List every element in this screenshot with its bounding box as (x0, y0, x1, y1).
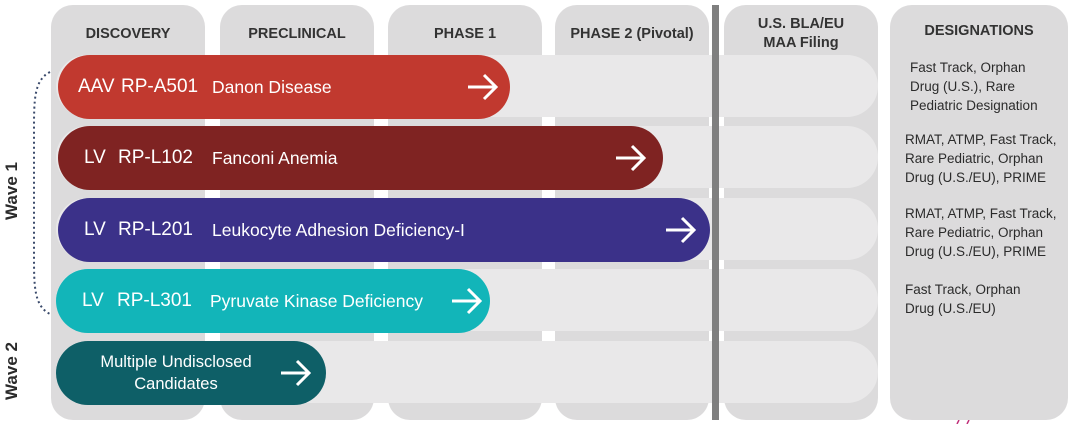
stage-header-designations: DESIGNATIONS (924, 23, 1034, 39)
wave-1-bracket (33, 71, 51, 315)
program-bar-rp-l201: LV RP-L201 Leukocyte Adhesion Deficiency… (58, 198, 710, 262)
arrow-right-icon (452, 287, 483, 315)
program-prefix: AAV (78, 76, 115, 97)
stage-header-filing: U.S. BLA/EU MAA Filing (724, 15, 878, 53)
designation-line: Drug (U.S.), Rare (910, 79, 1016, 94)
program-prefix: LV (82, 290, 104, 311)
designation-line: Rare Pediatric, Orphan (905, 151, 1044, 166)
stage-header-phase2: PHASE 2 (Pivotal) (570, 26, 694, 42)
wave-2-label: Wave 2 (2, 342, 21, 400)
program-prefix: LV (84, 219, 106, 240)
designation-line: Drug (U.S./EU) (905, 301, 996, 316)
stage-header-preclinical: PRECLINICAL (248, 26, 346, 42)
arrow-right-icon (281, 359, 312, 387)
designation-rp-l201: RMAT, ATMP, Fast Track, Rare Pediatric, … (905, 204, 1057, 261)
undisclosed-candidates-label: Multiple Undisclosed Candidates (66, 351, 286, 395)
arrow-right-icon (468, 73, 499, 101)
designation-line: Drug (U.S./EU), PRIME (905, 244, 1047, 259)
undisclosed-line2: Candidates (134, 375, 218, 393)
designation-line: RMAT, ATMP, Fast Track, (905, 132, 1057, 147)
filing-header-line1: U.S. BLA/EU (757, 16, 845, 32)
stage-header-phase1: PHASE 1 (433, 26, 497, 42)
program-bar-rp-l301: LV RP-L301 Pyruvate Kinase Deficiency (56, 269, 490, 333)
designation-line: Fast Track, Orphan (910, 60, 1026, 75)
stage-column-designations: DESIGNATIONS (890, 5, 1068, 420)
program-bar-rp-l102: LV RP-L102 Fanconi Anemia (58, 126, 663, 190)
arrow-right-icon (666, 216, 697, 244)
program-code: RP-L301 (117, 290, 192, 311)
designation-rp-a501: Fast Track, Orphan Drug (U.S.), Rare Ped… (910, 58, 1038, 115)
wave-1-label: Wave 1 (2, 162, 21, 220)
stage-header-discovery: DISCOVERY (85, 26, 171, 42)
program-code: RP-L102 (118, 147, 193, 168)
program-indication: Fanconi Anemia (212, 148, 338, 168)
program-indication: Leukocyte Adhesion Deficiency-I (212, 220, 465, 240)
program-bar-rp-a501: AAV RP-A501 Danon Disease (58, 55, 510, 119)
designation-line: Pediatric Designation (910, 98, 1038, 113)
designation-line: RMAT, ATMP, Fast Track, (905, 206, 1057, 221)
designation-rp-l102: RMAT, ATMP, Fast Track, Rare Pediatric, … (905, 130, 1057, 187)
filing-divider (712, 5, 719, 420)
designation-line: Drug (U.S./EU), PRIME (905, 170, 1047, 185)
decorative-mark (956, 420, 970, 424)
program-indication: Pyruvate Kinase Deficiency (210, 291, 424, 311)
program-code: RP-A501 (121, 76, 199, 97)
program-indication: Danon Disease (212, 77, 332, 97)
program-bar-undisclosed: Multiple Undisclosed Candidates (56, 341, 326, 405)
undisclosed-line1: Multiple Undisclosed (100, 353, 252, 371)
designation-line: Fast Track, Orphan (905, 282, 1021, 297)
program-code: RP-L201 (118, 219, 193, 240)
filing-header-line2: MAA Filing (763, 35, 839, 51)
designation-rp-l301: Fast Track, Orphan Drug (U.S./EU) (905, 280, 1021, 318)
designation-line: Rare Pediatric, Orphan (905, 225, 1044, 240)
arrow-right-icon (616, 144, 647, 172)
program-prefix: LV (84, 147, 106, 168)
